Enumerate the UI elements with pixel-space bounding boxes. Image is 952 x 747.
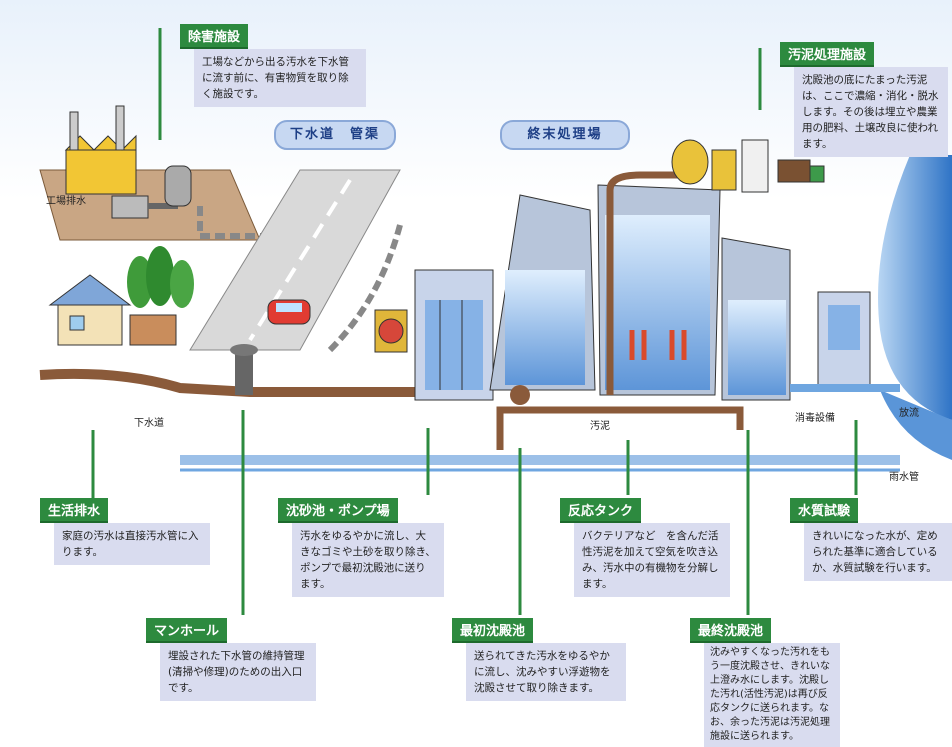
reaction-tank (597, 184, 721, 396)
callout-grit-pump: 沈砂池・ポンプ場 汚水をゆるやかに流し、大きなゴミや土砂を取り除き、ポンプで最初… (278, 498, 448, 597)
callout-body: 汚水をゆるやかに流し、大きなゴミや土砂を取り除き、ポンプで最初沈殿池に送ります。 (292, 523, 444, 597)
callout-water-quality: 水質試験 きれいになった水が、定められた基準に適合しているか、水質試験を行います… (790, 498, 952, 581)
callout-body: きれいになった水が、定められた基準に適合しているか、水質試験を行います。 (804, 523, 952, 581)
label-discharge: 放流 (899, 408, 919, 419)
callout-body: 沈みやすくなった汚れをもう一度沈殿させ、きれいな上澄み水にします。沈殿した汚れ(… (704, 643, 840, 747)
factory-icon (64, 105, 137, 195)
label-sewer: 下水道 (134, 418, 164, 429)
callout-title: 除害施設 (180, 24, 249, 49)
car-icon (267, 299, 311, 325)
callout-title: 生活排水 (40, 498, 109, 523)
callout-title: 最終沈殿池 (690, 618, 772, 643)
primary-settling-tank (489, 194, 596, 405)
callout-body: 工場などから出る汚水を下水管に流す前に、有害物質を取り除く施設です。 (194, 49, 366, 107)
label-rainwater-pipe: 雨水管 (889, 472, 919, 483)
leader-lines (91, 28, 858, 615)
label-disinfection: 消毒設備 (795, 413, 835, 424)
section-label-sewer: 下水道 管渠 (274, 120, 396, 150)
callout-title: 汚泥処理施設 (780, 42, 875, 67)
callout-sludge-treatment: 汚泥処理施設 沈殿池の底にたまった汚泥は、ここで濃縮・消化・脱水します。その後は… (780, 42, 950, 157)
label-sludge: 汚泥 (590, 421, 610, 432)
callout-household-drainage: 生活排水 家庭の汚水は直接汚水管に入ります。 (40, 498, 210, 565)
truck-icon (777, 159, 825, 183)
sewer-dashed-pipe (327, 224, 403, 353)
sludge-pipe (496, 171, 744, 450)
callout-primary-settling: 最初沈殿池 送られてきた汚水をゆるやかに流し、沈みやすい浮遊物を沈殿させて取り除… (452, 618, 628, 701)
river (878, 155, 952, 420)
callout-title: マンホール (146, 618, 228, 643)
label-factory-drain: 工場排水 (46, 196, 86, 207)
callout-title: 沈砂池・ポンプ場 (278, 498, 398, 523)
callout-body: バクテリアなど を含んだ活性汚泥を加えて空気を吹き込み、汚水中の有機物を分解しま… (574, 523, 730, 597)
grit-chamber-icon (374, 269, 494, 401)
callout-reaction-tank: 反応タンク バクテリアなど を含んだ活性汚泥を加えて空気を吹き込み、汚水中の有機… (560, 498, 730, 597)
callout-body: 沈殿池の底にたまった汚泥は、ここで濃縮・消化・脱水します。その後は埋立や農業用の… (794, 67, 948, 157)
section-label-plant: 終末処理場 (500, 120, 630, 150)
callout-removal-facility: 除害施設 工場などから出る汚水を下水管に流す前に、有害物質を取り除く施設です。 (180, 24, 368, 107)
callout-body: 埋設された下水管の維持管理(清掃や修理)のための出入口です。 (160, 643, 316, 701)
house-icon (48, 274, 177, 346)
household-sewer-pipe (39, 368, 490, 397)
sludge-treatment-icon (671, 139, 825, 193)
callout-title: 水質試験 (790, 498, 859, 523)
callout-title: 反応タンク (560, 498, 642, 523)
disinfection-building-icon (817, 291, 871, 389)
trees-icon (127, 246, 194, 308)
callout-body: 家庭の汚水は直接汚水管に入ります。 (54, 523, 210, 565)
callout-body: 送られてきた汚水をゆるやかに流し、沈みやすい浮遊物を沈殿させて取り除きます。 (466, 643, 626, 701)
removal-facility-icon (111, 165, 192, 219)
river-lower (880, 390, 952, 460)
callout-manhole: マンホール 埋設された下水管の維持管理(清掃や修理)のための出入口です。 (146, 618, 316, 701)
final-settling-tank (721, 237, 791, 401)
callout-final-settling: 最終沈殿池 沈みやすくなった汚れをもう一度沈殿させ、きれいな上澄み水にします。沈… (690, 618, 840, 747)
callout-title: 最初沈殿池 (452, 618, 534, 643)
road (189, 169, 401, 351)
